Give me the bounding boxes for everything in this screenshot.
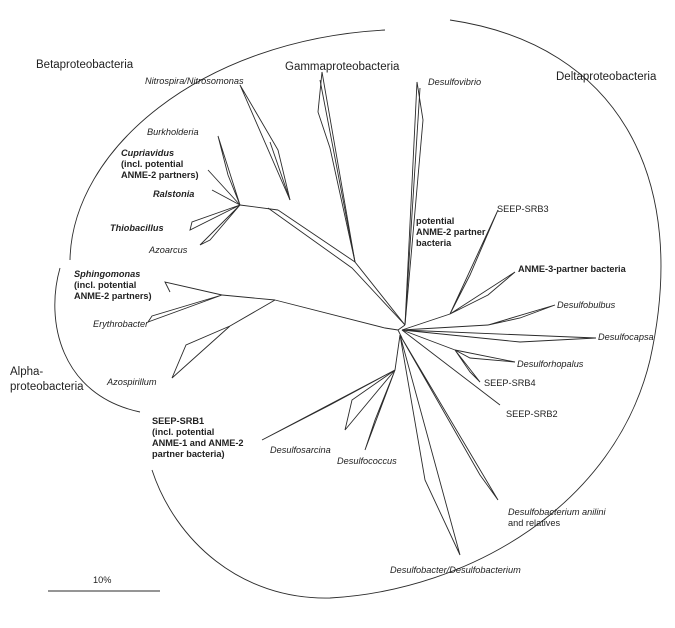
group-brackets xyxy=(54,19,662,599)
deltaproteobacteria-label: Deltaproteobacteria xyxy=(556,71,657,83)
beta-gamma-bracket xyxy=(69,29,386,261)
taxon-seep-srb1: SEEP-SRB1 xyxy=(152,416,204,426)
delta-bracket xyxy=(151,19,662,599)
taxon-desulfocapsa: Desulfocapsa xyxy=(598,332,654,342)
taxon-burkholderia: Burkholderia xyxy=(147,127,199,137)
taxon-desulfobacterium-anilini: Desulfobacterium anilini xyxy=(508,507,606,517)
gammaproteobacteria-label: Gammaproteobacteria xyxy=(285,61,400,73)
taxon-erythrobacter: Erythrobacter xyxy=(93,319,149,329)
taxon-anme2-partner-line2: ANME-2 partner xyxy=(416,227,486,237)
taxon-desulfobacterium-anilini-line2: and relatives xyxy=(508,518,560,528)
taxon-sphingomonas-line2: (incl. potential xyxy=(74,280,136,290)
taxon-azospirillum: Azospirillum xyxy=(106,377,157,387)
alphaproteobacteria-label-line2: proteobacteria xyxy=(10,381,84,393)
taxon-seep-srb3: SEEP-SRB3 xyxy=(497,204,549,214)
alpha-bracket xyxy=(54,267,141,413)
taxon-nitrospira: Nitrospira/Nitrosomonas xyxy=(145,76,244,86)
tree-branches xyxy=(146,71,597,556)
betaproteobacteria-label: Betaproteobacteria xyxy=(36,59,134,71)
taxon-seep-srb1-line3: ANME-1 and ANME-2 xyxy=(152,438,244,448)
taxon-desulfococcus: Desulfococcus xyxy=(337,456,397,466)
taxon-desulforhopalus: Desulforhopalus xyxy=(517,359,584,369)
taxon-sphingomonas-line3: ANME-2 partners) xyxy=(74,291,152,301)
scale-bar-label: 10% xyxy=(93,575,111,585)
taxon-desulfovibrio: Desulfovibrio xyxy=(428,77,481,87)
taxon-seep-srb1-line2: (incl. potential xyxy=(152,427,214,437)
taxon-cupriavidus-line2: (incl. potential xyxy=(121,159,183,169)
taxon-azoarcus: Azoarcus xyxy=(148,245,188,255)
taxon-ralstonia: Ralstonia xyxy=(153,189,194,199)
taxon-anme3-partner: ANME-3-partner bacteria xyxy=(518,264,627,274)
taxon-anme2-partner-line3: bacteria xyxy=(416,238,452,248)
taxon-desulfosarcina: Desulfosarcina xyxy=(270,445,331,455)
taxon-anme2-partner: potential xyxy=(416,216,454,226)
taxon-seep-srb2: SEEP-SRB2 xyxy=(506,409,558,419)
scale-bar: 10% xyxy=(48,575,160,592)
taxon-desulfobacter: Desulfobacter/Desulfobacterium xyxy=(390,565,521,575)
taxon-desulfobulbus: Desulfobulbus xyxy=(557,300,616,310)
taxon-cupriavidus: Cupriavidus xyxy=(121,148,174,158)
alphaproteobacteria-label-line1: Alpha- xyxy=(10,366,43,378)
taxon-seep-srb4: SEEP-SRB4 xyxy=(484,378,536,388)
taxon-cupriavidus-line3: ANME-2 partners) xyxy=(121,170,199,180)
taxon-thiobacillus: Thiobacillus xyxy=(110,223,164,233)
taxon-sphingomonas: Sphingomonas xyxy=(74,269,140,279)
taxon-seep-srb1-line4: partner bacteria) xyxy=(152,449,225,459)
